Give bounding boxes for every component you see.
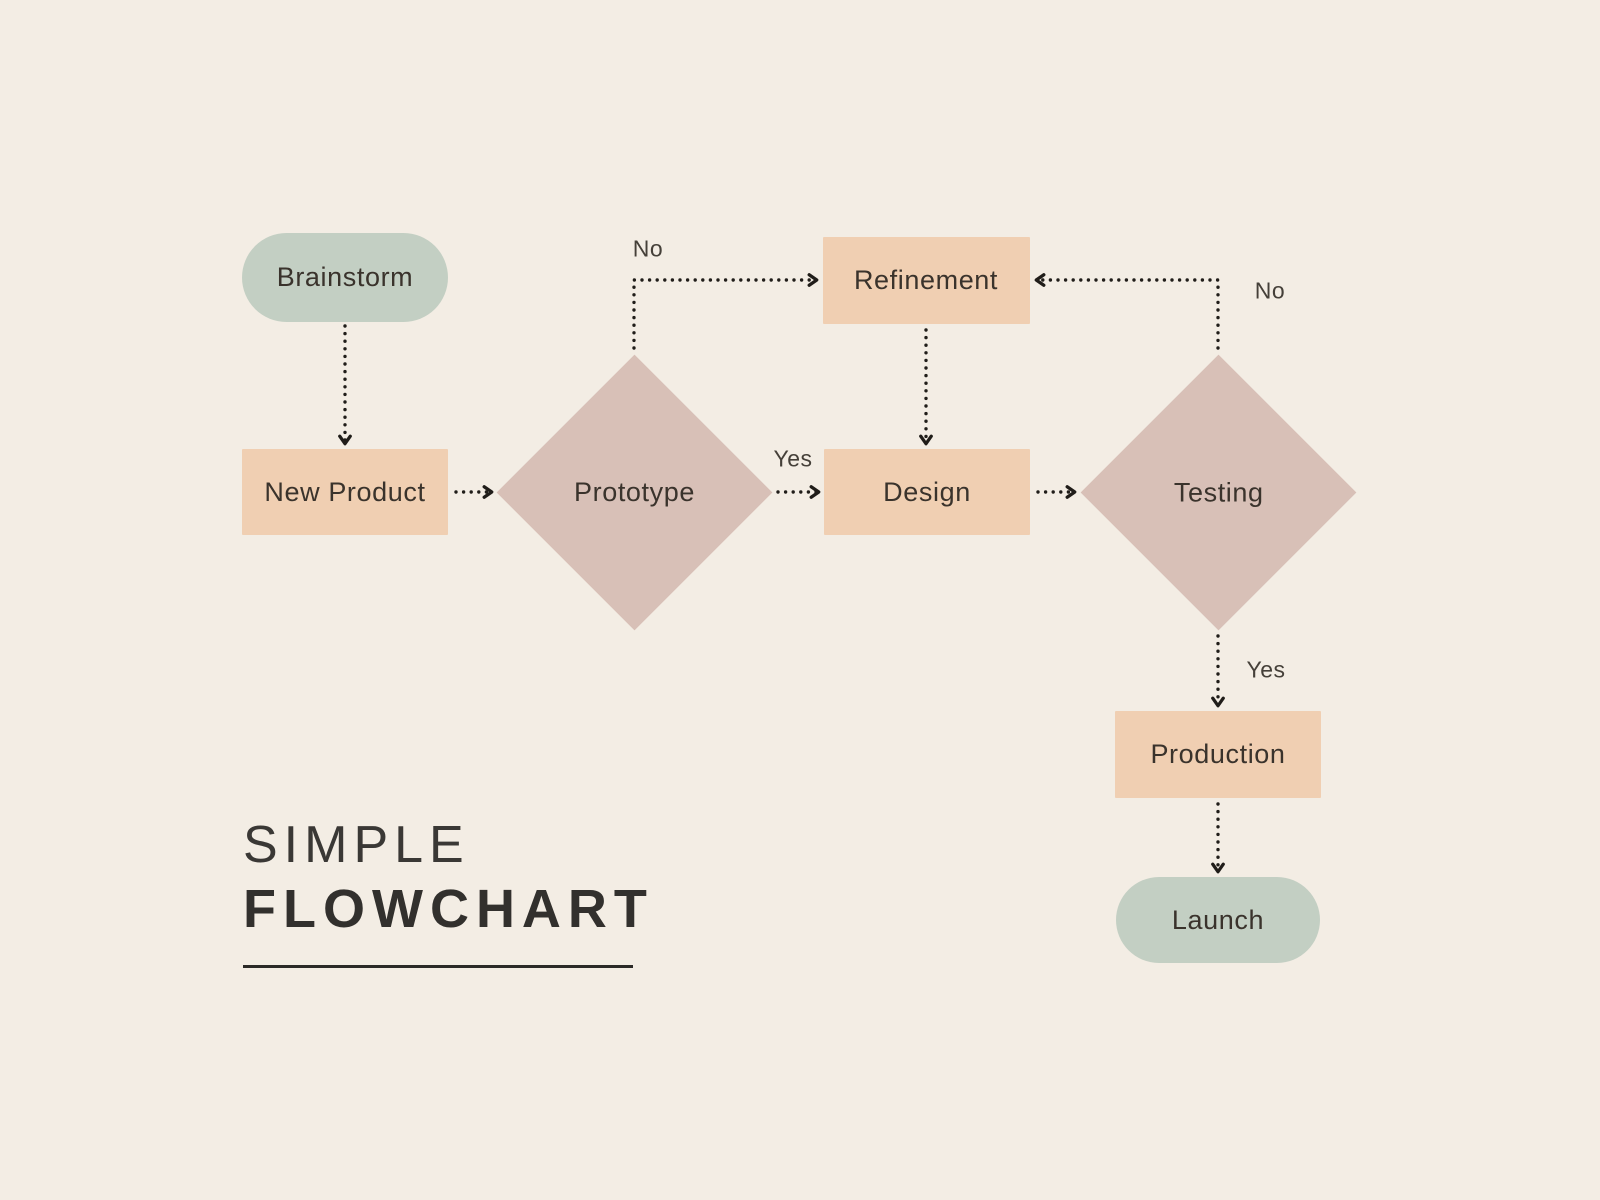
edge-label-testing-to-production: Yes (1246, 656, 1286, 683)
node-production: Production (1115, 710, 1321, 798)
node-label-refinement: Refinement (853, 264, 999, 295)
node-launch: Launch (1116, 877, 1320, 963)
node-new-product: New Product (242, 449, 448, 535)
node-label-prototype: Prototype (573, 476, 695, 507)
title-underline (243, 965, 633, 969)
node-design: Design (824, 449, 1030, 535)
title-line-2: FLOWCHART (243, 878, 654, 939)
node-label-new-product: New Product (264, 476, 426, 507)
node-label-launch: Launch (1171, 904, 1265, 935)
edge-label-testing-to-refinement: No (1254, 277, 1286, 304)
edge-label-prototype-to-refinement: No (632, 235, 664, 262)
edge-testing-to-refinement (1034, 273, 1220, 350)
node-label-testing: Testing (1173, 476, 1263, 507)
edge-prototype-to-refinement (632, 273, 819, 350)
node-refinement: Refinement (822, 236, 1030, 324)
edge-label-prototype-to-design: Yes (773, 445, 813, 472)
node-label-design: Design (883, 476, 971, 507)
title-line-1: SIMPLE (243, 816, 470, 874)
node-label-production: Production (1150, 738, 1286, 769)
title-block: SIMPLE FLOWCHART (243, 816, 654, 969)
node-label-brainstorm: Brainstorm (276, 261, 414, 292)
node-brainstorm: Brainstorm (242, 232, 448, 322)
